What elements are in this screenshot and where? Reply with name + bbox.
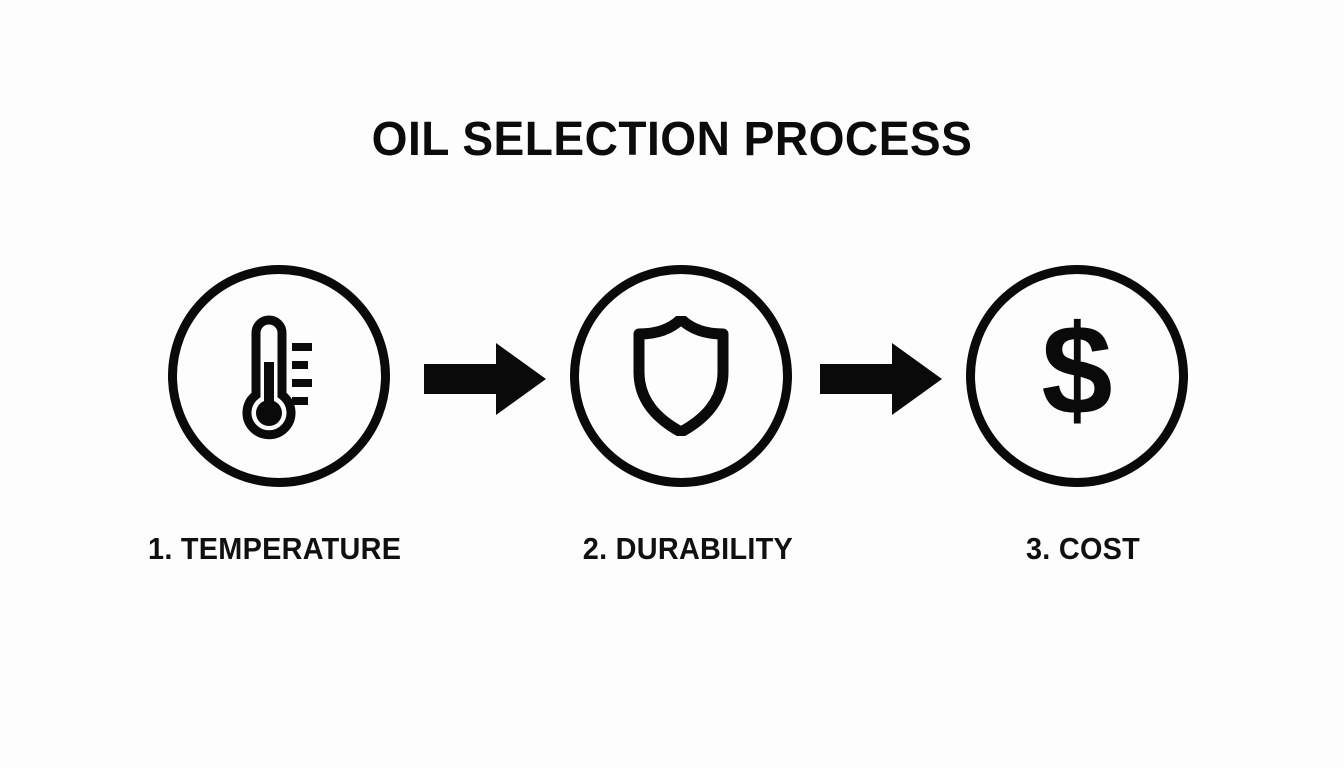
process-step-cost[interactable]: $ bbox=[966, 265, 1188, 487]
svg-text:$: $ bbox=[1041, 311, 1112, 441]
step-circle-outline bbox=[570, 265, 792, 487]
dollar-sign-icon: $ bbox=[966, 265, 1188, 487]
step-label-cost: 3. COST bbox=[1025, 531, 1141, 566]
arrow-right-icon bbox=[424, 341, 546, 417]
step-circle-outline bbox=[168, 265, 390, 487]
process-step-temperature[interactable] bbox=[168, 265, 390, 487]
arrow-right-icon bbox=[820, 341, 942, 417]
step-label-temperature: 1. TEMPERATURE bbox=[148, 531, 402, 566]
step-circle-outline bbox=[966, 265, 1188, 487]
shield-icon bbox=[570, 265, 792, 487]
process-step-durability[interactable] bbox=[570, 265, 792, 487]
page-title: OIL SELECTION PROCESS bbox=[371, 113, 973, 166]
step-label-durability: 2. DURABILITY bbox=[582, 531, 794, 566]
thermometer-icon bbox=[168, 265, 390, 487]
